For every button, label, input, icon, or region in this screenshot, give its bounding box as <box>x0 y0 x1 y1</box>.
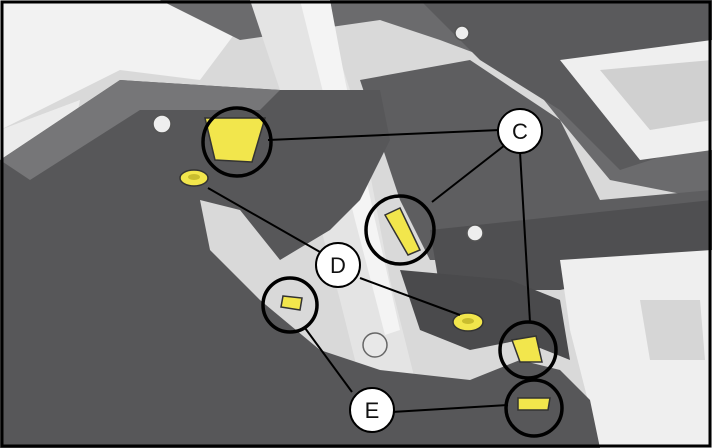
callout-e: E <box>349 387 395 433</box>
left-trim-panel <box>0 80 600 448</box>
circle-clip-e-left <box>261 276 319 334</box>
leader-c-to-upper-left-clip <box>267 129 501 141</box>
clip-c-middle <box>383 207 422 256</box>
callout-c: C <box>497 108 543 154</box>
left-trim-top-face <box>0 80 280 180</box>
callout-d-label: D <box>330 253 346 278</box>
grommet-d-left-hole <box>188 174 200 180</box>
leader-e-to-right-clip <box>391 404 509 413</box>
leader-lines <box>207 129 531 413</box>
upper-right-slot <box>600 60 712 130</box>
leader-e-to-left-clip <box>304 327 353 393</box>
circle-clip-c-lower-right <box>498 320 558 380</box>
callout-c-label: C <box>512 119 528 144</box>
screw-upper-left <box>152 114 172 134</box>
clip-c-lower-right <box>510 335 543 363</box>
highlight-circles <box>201 106 564 438</box>
callout-e-label: E <box>365 398 380 423</box>
column-bolt <box>362 332 388 358</box>
callout-e-bubble <box>349 387 395 433</box>
leader-d-to-right-grommet <box>359 277 461 316</box>
circle-clip-c-upper-left <box>201 106 273 178</box>
leader-c-to-lower-right-clip <box>519 151 531 323</box>
callout-c-bubble <box>497 108 543 154</box>
clip-e-left <box>280 295 303 311</box>
leader-c-to-middle-clip <box>431 144 506 203</box>
callout-d-bubble <box>315 242 361 288</box>
grommet-d-right-hole <box>462 318 474 324</box>
right-light-part <box>560 250 712 448</box>
clip-e-right <box>517 397 551 411</box>
screw-top <box>454 25 470 41</box>
leader-d-to-left-grommet <box>207 187 321 253</box>
upper-left-light-part <box>0 0 260 130</box>
screw-middle <box>466 224 484 242</box>
circle-clip-c-middle <box>364 194 436 266</box>
clip-c-upper-left <box>204 117 267 163</box>
callout-d: D <box>315 242 361 288</box>
right-knob <box>640 300 705 360</box>
circle-clip-e-right <box>504 378 564 438</box>
